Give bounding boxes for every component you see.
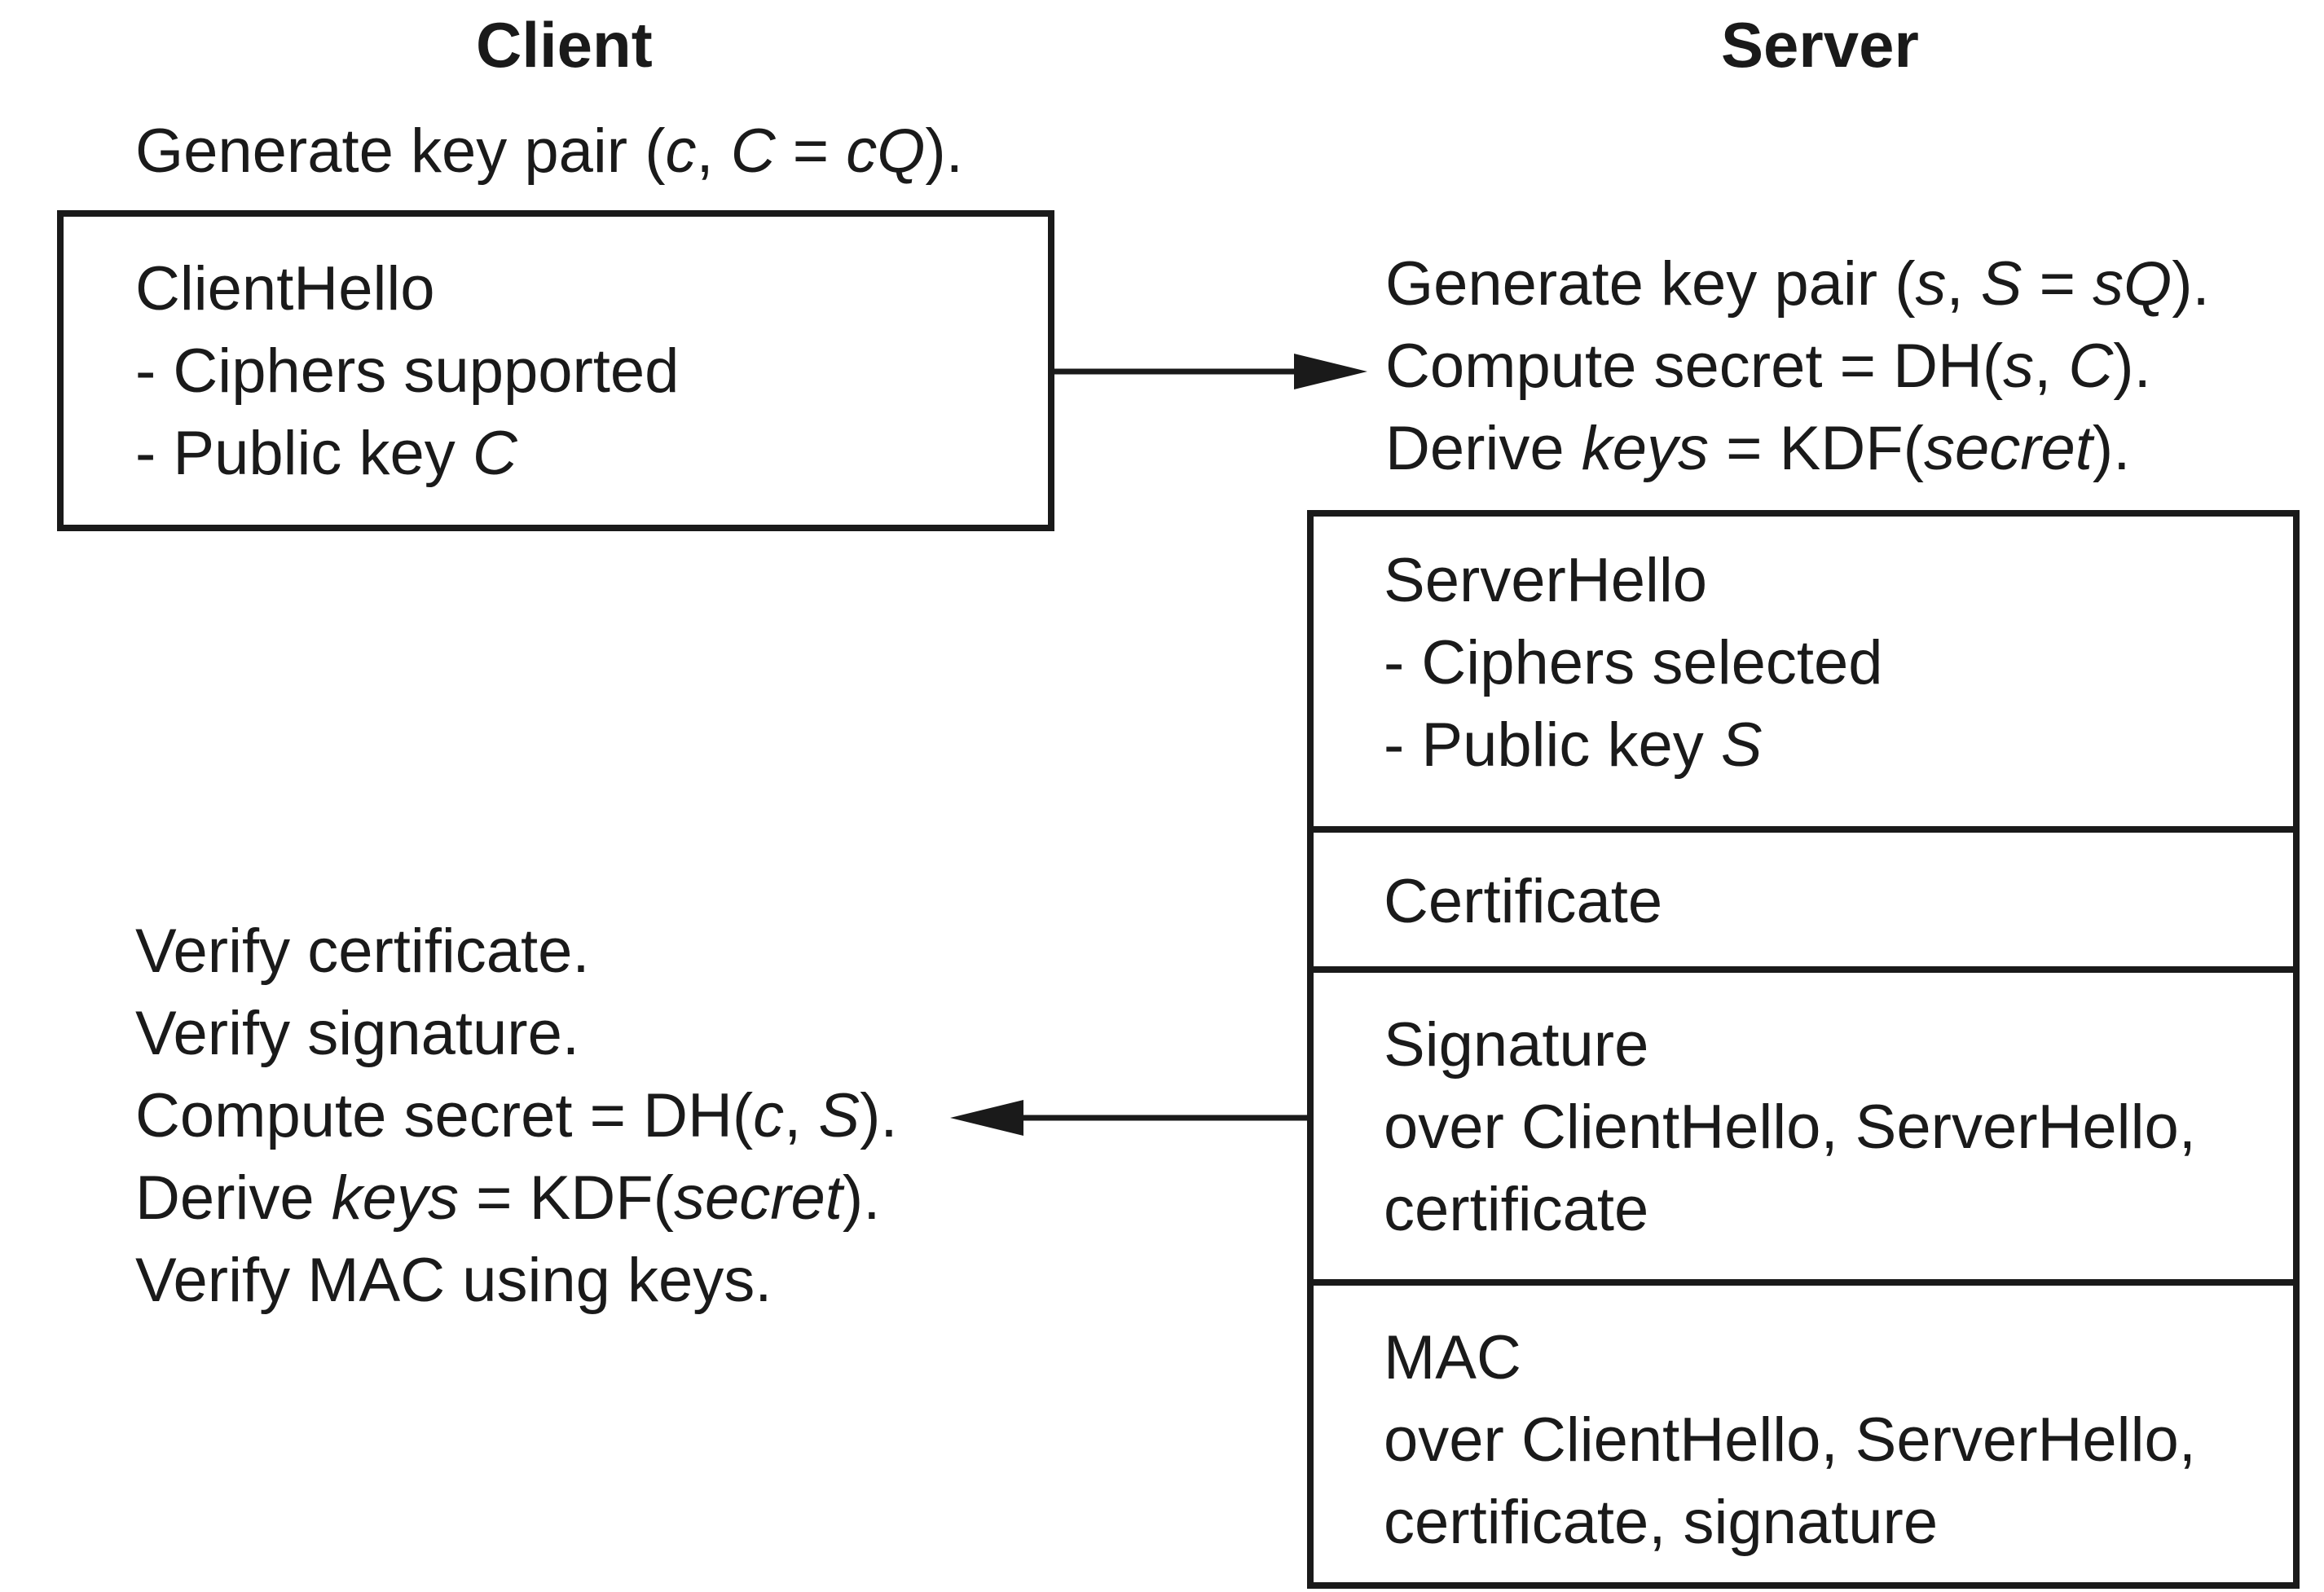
client-generate-keypair: Generate key pair (c, C = cQ). xyxy=(135,117,963,186)
client-verify-steps: Verify certificate. Verify signature. Co… xyxy=(135,910,898,1322)
server-hello-ciphers: - Ciphers selected xyxy=(1384,628,1883,697)
mac-title: MAC xyxy=(1384,1323,1521,1392)
signature-line-2: certificate xyxy=(1384,1175,1649,1244)
server-title: Server xyxy=(1721,9,1919,81)
server-derive-keys: Derive keys = KDF(secret). xyxy=(1385,414,2131,483)
certificate-section: Certificate xyxy=(1314,833,2293,973)
client-verify-sig: Verify signature. xyxy=(135,999,579,1068)
client-verify-mac: Verify MAC using keys. xyxy=(135,1246,772,1315)
client-hello-ciphers: - Ciphers supported xyxy=(135,336,680,406)
mac-line-1: over ClientHello, ServerHello, xyxy=(1384,1405,2196,1475)
client-hello-title: ClientHello xyxy=(135,254,435,323)
server-key-steps: Generate key pair (s, S = sQ). Compute s… xyxy=(1385,243,2210,490)
client-hello-box: ClientHello - Ciphers supported - Public… xyxy=(57,210,1054,531)
server-message-stack: ServerHello - Ciphers selected - Public … xyxy=(1307,510,2300,1589)
server-hello-title: ServerHello xyxy=(1384,546,1708,615)
server-hello-pubkey: - Public key S xyxy=(1384,710,1763,780)
client-title: Client xyxy=(476,9,653,81)
client-derive-keys: Derive keys = KDF(secret). xyxy=(135,1163,881,1233)
server-hello-section: ServerHello - Ciphers selected - Public … xyxy=(1314,517,2293,833)
signature-section: Signature over ClientHello, ServerHello,… xyxy=(1314,973,2293,1286)
signature-line-1: over ClientHello, ServerHello, xyxy=(1384,1093,2196,1162)
mac-section: MAC over ClientHello, ServerHello, certi… xyxy=(1314,1286,2293,1582)
mac-line-2: certificate, signature xyxy=(1384,1488,1939,1557)
client-compute-secret: Compute secret = DH(c, S). xyxy=(135,1081,898,1150)
signature-title: Signature xyxy=(1384,1010,1649,1080)
certificate-label: Certificate xyxy=(1384,867,1663,936)
server-to-client-arrow xyxy=(950,1100,1307,1136)
server-compute-secret: Compute secret = DH(s, C). xyxy=(1385,332,2151,401)
server-generate-keypair: Generate key pair (s, S = sQ). xyxy=(1385,249,2210,319)
client-hello-pubkey: - Public key C xyxy=(135,419,517,488)
client-to-server-arrow xyxy=(1054,354,1367,389)
client-verify-cert: Verify certificate. xyxy=(135,917,590,986)
